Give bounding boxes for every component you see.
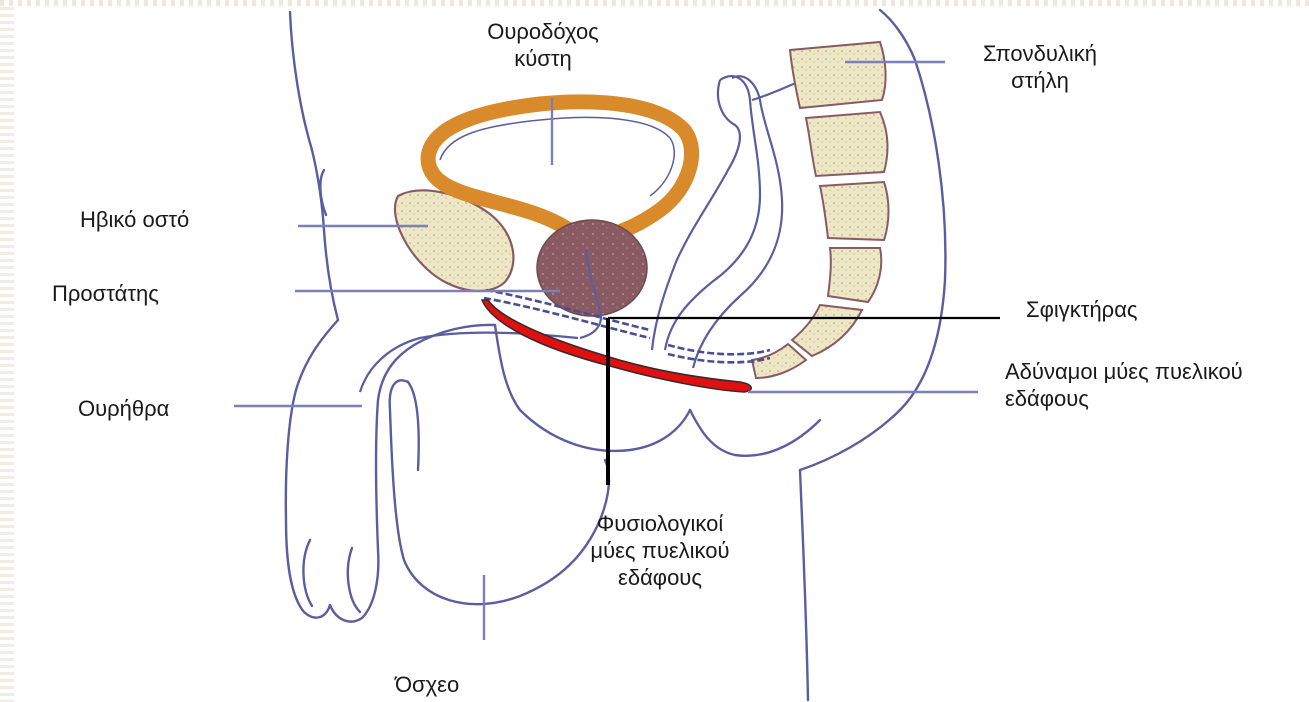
label-scrotum: Όσχεο [395,671,459,698]
label-spine-line2: στήλη [965,67,1115,94]
label-weak-muscles: Αδύναμοι μύες πυελικού εδάφους [1005,358,1243,412]
label-bladder: Ουροδόχος κύστη [468,18,618,72]
label-prostate: Προστάτης [52,280,159,307]
label-urethra: Ουρήθρα [78,395,169,422]
label-normal-muscles: Φυσιολογικοί μύες πυελικού εδάφους [560,510,760,591]
label-pubic-bone: Ηβικό οστό [80,206,189,233]
label-weak-muscles-line2: εδάφους [1005,385,1243,412]
label-sphincter: Σφιγκτήρας [1026,296,1138,323]
label-bladder-line1: Ουροδόχος [468,18,618,45]
label-normal-muscles-line2: μύες πυελικού [560,537,760,564]
label-spine: Σπονδυλική στήλη [965,40,1115,94]
prostate-shape [537,220,647,316]
label-bladder-line2: κύστη [468,45,618,72]
label-normal-muscles-line3: εδάφους [560,564,760,591]
weak-pelvic-floor-shape [482,300,751,392]
label-spine-line1: Σπονδυλική [965,40,1115,67]
label-normal-muscles-line1: Φυσιολογικοί [560,510,760,537]
label-weak-muscles-line1: Αδύναμοι μύες πυελικού [1005,358,1243,385]
